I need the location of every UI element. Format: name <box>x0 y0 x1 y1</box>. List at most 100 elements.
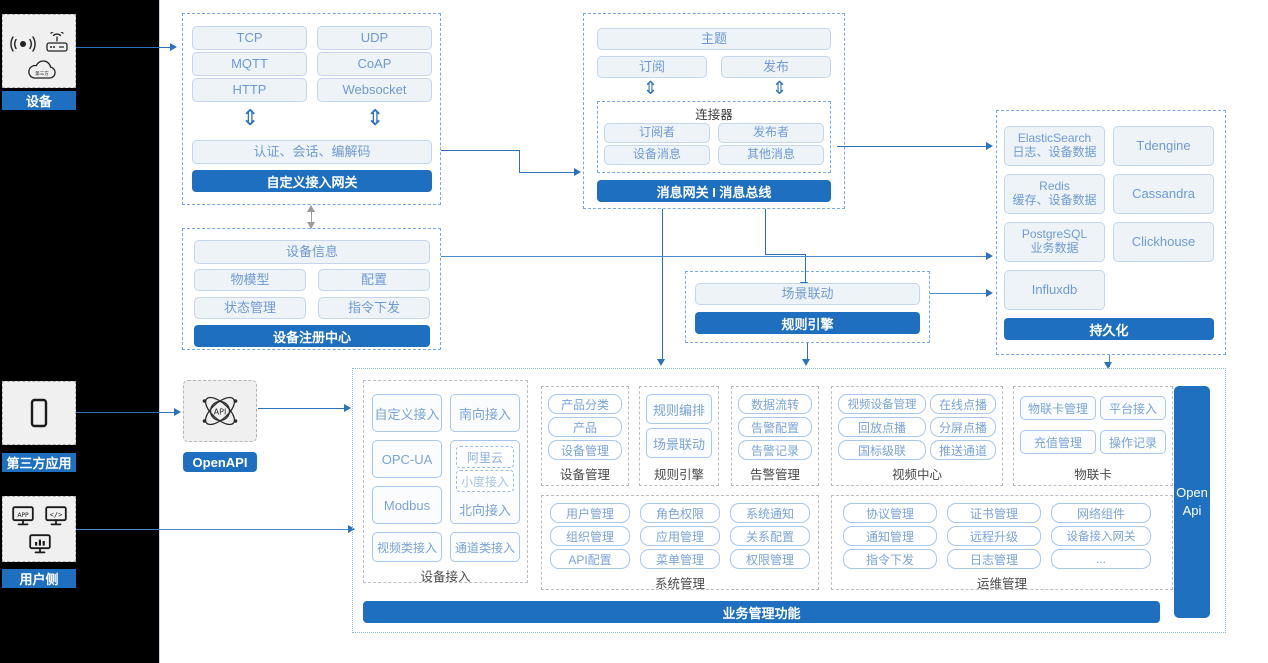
sys-org-management[interactable]: 组织管理 <box>550 526 630 546</box>
business-banner[interactable]: 业务管理功能 <box>363 601 1160 623</box>
registry-command-dispatch[interactable]: 指令下发 <box>318 297 430 319</box>
protocol-udp[interactable]: UDP <box>317 26 432 50</box>
rule-scene-linkage[interactable]: 场景联动 <box>695 283 920 305</box>
connector-subscriber[interactable]: 订阅者 <box>604 123 710 143</box>
devmgmt-product[interactable]: 产品 <box>548 417 622 437</box>
openapi-vertical-bar[interactable]: Open Api <box>1174 386 1210 618</box>
group-title-rule-engine: 规则引擎 <box>653 468 704 482</box>
arrow-up-registry-gateway <box>307 205 315 212</box>
bus-subscribe[interactable]: 订阅 <box>597 56 707 78</box>
sys-relation-config[interactable]: 关系配置 <box>730 526 810 546</box>
registry-config[interactable]: 配置 <box>318 269 430 291</box>
connector-other-message[interactable]: 其他消息 <box>718 145 824 165</box>
video-playback-vod[interactable]: 回放点播 <box>838 417 926 437</box>
connector-bus-to-rule-b <box>765 254 805 255</box>
protocol-http[interactable]: HTTP <box>192 78 307 102</box>
sys-permission-management[interactable]: 权限管理 <box>730 549 810 569</box>
alarm-records[interactable]: 告警记录 <box>738 440 812 460</box>
group-device-management <box>541 386 629 486</box>
group-device-access <box>363 380 528 583</box>
sys-menu-management[interactable]: 菜单管理 <box>640 549 720 569</box>
ops-remote-upgrade[interactable]: 远程升级 <box>947 526 1041 546</box>
device-registry-banner[interactable]: 设备注册中心 <box>194 325 430 347</box>
ops-network-component[interactable]: 网络组件 <box>1051 503 1151 523</box>
group-rule-engine <box>639 386 719 486</box>
sys-user-management[interactable]: 用户管理 <box>550 503 630 523</box>
sys-api-config[interactable]: API配置 <box>550 549 630 569</box>
message-bus-banner[interactable]: 消息网关 I 消息总线 <box>597 180 831 202</box>
access-custom[interactable]: 自定义接入 <box>372 394 442 432</box>
registry-device-info[interactable]: 设备信息 <box>194 240 430 264</box>
video-split-screen-vod[interactable]: 分屏点播 <box>930 417 996 437</box>
alarm-data-flow[interactable]: 数据流转 <box>738 394 812 414</box>
protocol-websocket[interactable]: Websocket <box>317 78 432 102</box>
bus-topic[interactable]: 主题 <box>597 28 831 50</box>
store-tdengine[interactable]: Tdengine <box>1113 126 1214 166</box>
connector-bus-to-rule-a <box>765 209 766 254</box>
access-opc-ua[interactable]: OPC-UA <box>372 440 442 478</box>
store-influxdb[interactable]: Influxdb <box>1004 270 1105 310</box>
connector-gateway-registry <box>311 206 312 228</box>
connector-subgroup <box>597 101 831 173</box>
store-postgresql[interactable]: PostgreSQL 业务数据 <box>1004 222 1105 262</box>
ops-log-management[interactable]: 日志管理 <box>947 549 1041 569</box>
iotcard-management[interactable]: 物联卡管理 <box>1020 396 1096 420</box>
cloud-icon: 第三方 <box>25 60 59 82</box>
registry-thing-model[interactable]: 物模型 <box>194 269 306 291</box>
bus-publish[interactable]: 发布 <box>721 56 831 78</box>
access-modbus[interactable]: Modbus <box>372 486 442 524</box>
rulemgmt-rule-orchestration[interactable]: 规则编排 <box>646 394 712 424</box>
access-aliyun[interactable]: 阿里云 <box>456 446 514 468</box>
protocol-coap[interactable]: CoAP <box>317 52 432 76</box>
ops-notification-management[interactable]: 通知管理 <box>843 526 937 546</box>
ops-protocol-management[interactable]: 协议管理 <box>843 503 937 523</box>
iotcard-operation-log[interactable]: 操作记录 <box>1100 430 1166 454</box>
arrow-down-gateway-registry <box>307 222 315 229</box>
video-device-management[interactable]: 视频设备管理 <box>838 394 926 414</box>
connector-publisher[interactable]: 发布者 <box>718 123 824 143</box>
iotcard-recharge-management[interactable]: 充值管理 <box>1020 430 1096 454</box>
group-title-system-management: 系统管理 <box>654 577 705 591</box>
connector-gateway-to-bus-b <box>519 150 520 172</box>
arrow-openapi-to-business <box>344 404 351 412</box>
devmgmt-product-category[interactable]: 产品分类 <box>548 394 622 414</box>
gateway-middle-layer[interactable]: 认证、会话、编解码 <box>192 140 432 164</box>
video-push-channel[interactable]: 推送通道 <box>930 440 996 460</box>
gateway-group <box>182 13 441 205</box>
registry-state-management[interactable]: 状态管理 <box>194 297 306 319</box>
group-title-video-center: 视频中心 <box>891 468 942 482</box>
ops-certificate-management[interactable]: 证书管理 <box>947 503 1041 523</box>
devmgmt-device-management[interactable]: 设备管理 <box>548 440 622 460</box>
connector-device-to-gateway <box>76 47 172 48</box>
access-xiaodu[interactable]: 小度接入 <box>456 470 514 492</box>
store-elasticsearch[interactable]: ElasticSearch 日志、设备数据 <box>1004 126 1105 166</box>
ops-command-dispatch[interactable]: 指令下发 <box>843 549 937 569</box>
rulemgmt-scene-linkage[interactable]: 场景联动 <box>646 428 712 458</box>
rail-tile-device: 第三方 <box>2 14 76 88</box>
ops-more[interactable]: ... <box>1051 549 1151 569</box>
protocol-mqtt[interactable]: MQTT <box>192 52 307 76</box>
gateway-banner[interactable]: 自定义接入网关 <box>192 170 432 192</box>
ops-device-access-gateway[interactable]: 设备接入网关 <box>1051 526 1151 546</box>
access-video[interactable]: 视频类接入 <box>372 532 442 562</box>
protocol-tcp[interactable]: TCP <box>192 26 307 50</box>
alarm-config[interactable]: 告警配置 <box>738 417 812 437</box>
openapi-node-label[interactable]: OpenAPI <box>183 452 257 472</box>
store-cassandra[interactable]: Cassandra <box>1113 174 1214 214</box>
video-live-vod[interactable]: 在线点播 <box>930 394 996 414</box>
store-redis[interactable]: Redis 缓存、设备数据 <box>1004 174 1105 214</box>
video-gb-cascade[interactable]: 国标级联 <box>838 440 926 460</box>
group-alarm-management <box>731 386 819 486</box>
persistence-banner[interactable]: 持久化 <box>1004 318 1214 340</box>
sys-app-management[interactable]: 应用管理 <box>640 526 720 546</box>
connector-device-message[interactable]: 设备消息 <box>604 145 710 165</box>
sys-notification[interactable]: 系统通知 <box>730 503 810 523</box>
sys-role-permission[interactable]: 角色权限 <box>640 503 720 523</box>
access-channel[interactable]: 通道类接入 <box>450 532 520 562</box>
store-clickhouse[interactable]: Clickhouse <box>1113 222 1214 262</box>
rule-engine-banner[interactable]: 规则引擎 <box>695 312 920 334</box>
access-southbound[interactable]: 南向接入 <box>450 394 520 432</box>
store-postgresql-name: PostgreSQL <box>1021 227 1088 242</box>
openapi-node-tile: API <box>183 380 257 442</box>
iotcard-platform-access[interactable]: 平台接入 <box>1100 396 1166 420</box>
